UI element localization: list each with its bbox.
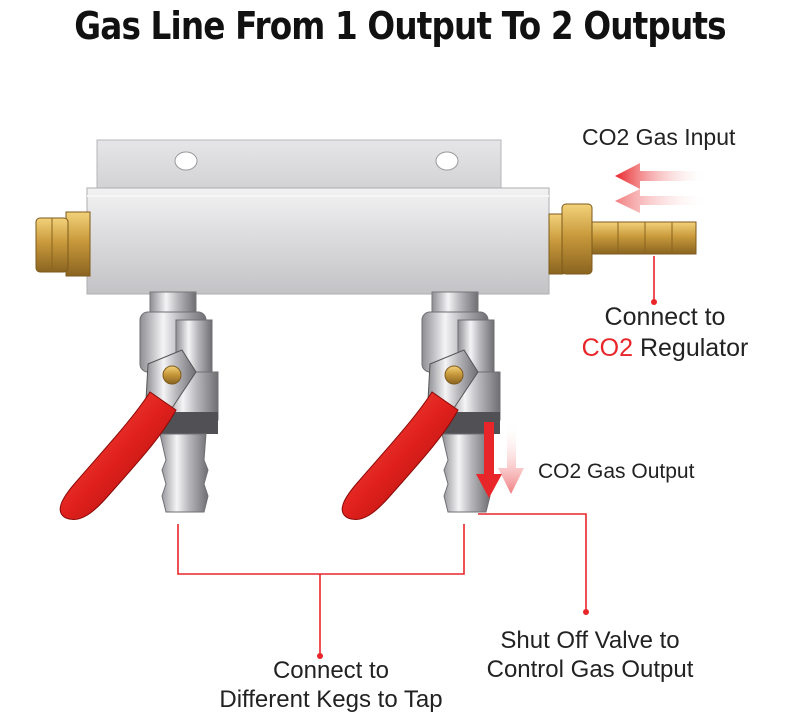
kegs-line2: Different Kegs to Tap [219, 686, 443, 713]
left-brass-plug [35, 211, 91, 277]
gas-output-arrows [476, 422, 524, 498]
label-gas-input: CO2 Gas Input [582, 124, 736, 150]
gas-input-barb [548, 203, 697, 275]
gas-input-arrows [615, 163, 708, 213]
kegs-line1: Connect to [272, 657, 390, 684]
manifold-body [86, 139, 550, 295]
leader-lines [177, 256, 655, 654]
regulator-rest: Regulator [633, 334, 749, 362]
page-title: Gas Line From 1 Output To 2 Outputs [74, 4, 726, 48]
label-gas-output: CO2 Gas Output [538, 460, 695, 483]
shutoff-line2: Control Gas Output [486, 656, 694, 683]
shutoff-valve-left [59, 291, 219, 520]
leader-dots [317, 299, 657, 659]
label-connect-kegs: Connect to Different Kegs to Tap [186, 656, 476, 714]
regulator-line1: Connect to [604, 303, 726, 331]
label-connect-regulator: Connect to CO2 Regulator [560, 302, 770, 364]
regulator-line2: CO2 Regulator [560, 333, 770, 364]
shutoff-valve-right [341, 291, 501, 520]
regulator-accent: CO2 [581, 334, 634, 362]
label-shutoff-valve: Shut Off Valve to Control Gas Output [440, 626, 740, 684]
shutoff-line1: Shut Off Valve to [500, 627, 680, 654]
